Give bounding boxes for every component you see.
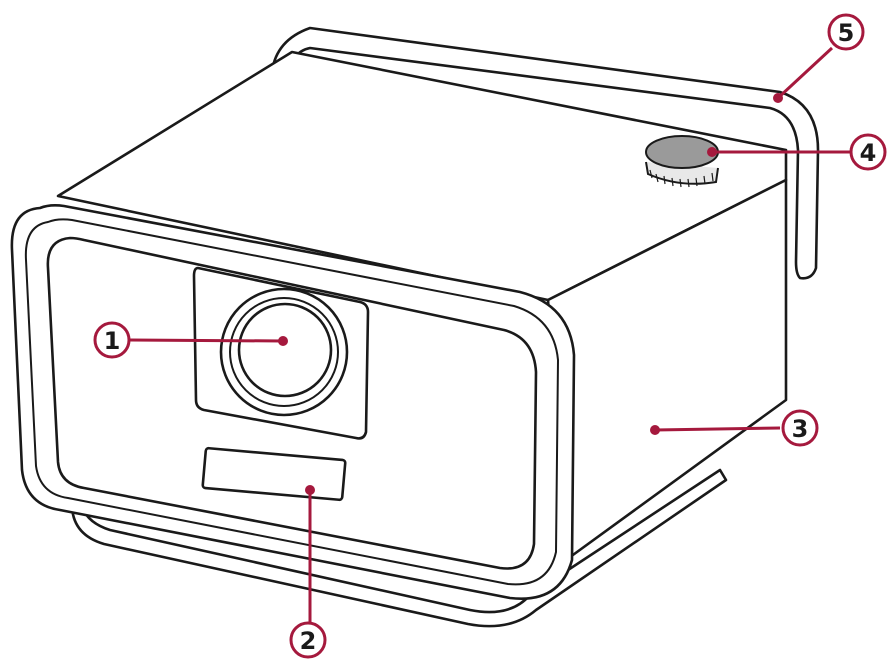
- callout-1-dot: [278, 336, 288, 346]
- callout-3-label: 3: [792, 415, 809, 443]
- callout-1: 1: [93, 321, 131, 359]
- callout-1-label: 1: [104, 327, 121, 355]
- callout-4-dot: [707, 147, 717, 157]
- callout-5: 5: [827, 13, 865, 51]
- callout-4: 4: [849, 133, 887, 171]
- callout-5-leader: [776, 46, 834, 100]
- lens: [237, 302, 333, 398]
- lens-inner-ring: [229, 297, 339, 407]
- stand-handle: [270, 26, 820, 280]
- lens-assembly: [192, 266, 370, 440]
- callout-4-label: 4: [860, 139, 877, 167]
- callout-2-label: 2: [300, 627, 317, 655]
- callout-3: 3: [781, 409, 819, 447]
- callout-3-dot: [650, 425, 660, 435]
- callout-5-dot: [773, 93, 783, 103]
- callout-2: 2: [289, 621, 327, 659]
- callout-3-leader: [654, 426, 781, 432]
- callout-5-label: 5: [838, 19, 855, 47]
- callout-leaders: [129, 46, 850, 622]
- focus-wheel-icon: [645, 135, 719, 188]
- base-foot: [70, 468, 728, 628]
- callout-2-dot: [305, 485, 315, 495]
- callout-1-leader: [129, 338, 284, 343]
